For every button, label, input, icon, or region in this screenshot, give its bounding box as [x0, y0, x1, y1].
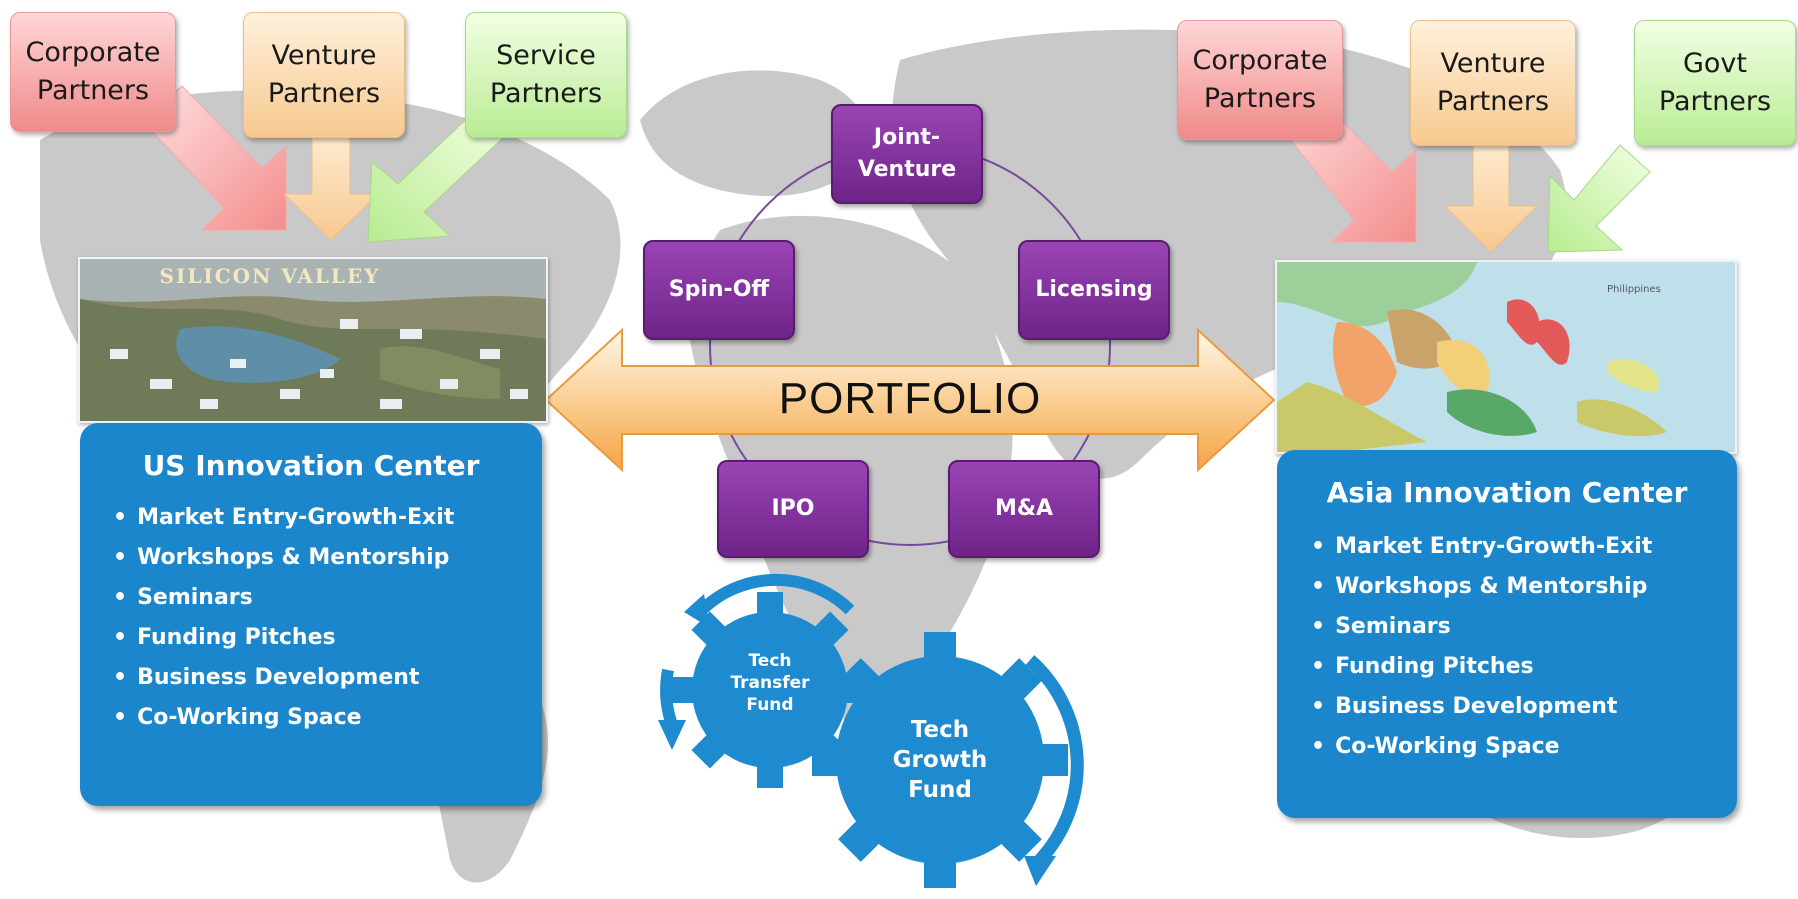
corporate-partners-left: Corporate Partners — [10, 12, 176, 132]
portfolio-label: PORTFOLIO — [778, 374, 1042, 423]
option-licensing: Licensing — [1018, 240, 1170, 340]
silicon-valley-photo: SILICON VALLEY — [78, 257, 548, 423]
list-item: •Funding Pitches — [113, 625, 336, 650]
option-joint-venture: Joint- Venture — [831, 104, 983, 204]
silicon-valley-label: SILICON VALLEY — [160, 264, 381, 288]
list-item: •Funding Pitches — [1311, 654, 1534, 679]
us-center-list: •Market Entry-Growth-Exit •Workshops & M… — [113, 498, 542, 738]
arrow-govt-right — [1547, 144, 1651, 253]
list-item: •Workshops & Mentorship — [113, 545, 450, 570]
list-item: •Business Development — [1311, 694, 1618, 719]
portfolio-arrow — [544, 327, 1276, 473]
us-center-title: US Innovation Center — [142, 449, 480, 482]
venture-partners-left: Venture Partners — [243, 12, 405, 138]
list-item: •Co-Working Space — [1311, 734, 1560, 759]
govt-partners-right: Govt Partners — [1634, 20, 1796, 146]
asia-map-label: Philippines — [1607, 284, 1661, 295]
venture-partners-right: Venture Partners — [1410, 20, 1576, 146]
list-item: •Market Entry-Growth-Exit — [1311, 534, 1653, 559]
southeast-asia-map: Philippines — [1275, 260, 1737, 454]
list-item: •Seminars — [113, 585, 253, 610]
arrow-corporate-left — [141, 85, 287, 231]
list-item: •Seminars — [1311, 614, 1451, 639]
asia-innovation-center: Asia Innovation Center •Market Entry-Gro… — [1277, 450, 1737, 818]
asia-center-title: Asia Innovation Center — [1326, 476, 1688, 509]
list-item: •Workshops & Mentorship — [1311, 574, 1648, 599]
list-item: •Co-Working Space — [113, 705, 362, 730]
list-item: •Business Development — [113, 665, 420, 690]
tech-growth-fund-label: Tech Growth Fund — [892, 717, 988, 803]
tech-transfer-fund-label: Tech Transfer Fund — [730, 651, 810, 715]
corporate-partners-right: Corporate Partners — [1177, 20, 1343, 140]
option-spin-off: Spin-Off — [643, 240, 795, 340]
asia-center-list: •Market Entry-Growth-Exit •Workshops & M… — [1311, 527, 1737, 767]
service-partners-left: Service Partners — [465, 12, 627, 138]
gears — [658, 573, 1084, 888]
list-item: •Market Entry-Growth-Exit — [113, 505, 455, 530]
arrow-service-left — [367, 109, 506, 243]
option-ipo: IPO — [717, 460, 869, 558]
us-innovation-center: US Innovation Center •Market Entry-Growt… — [80, 423, 542, 806]
option-ma: M&A — [948, 460, 1100, 558]
